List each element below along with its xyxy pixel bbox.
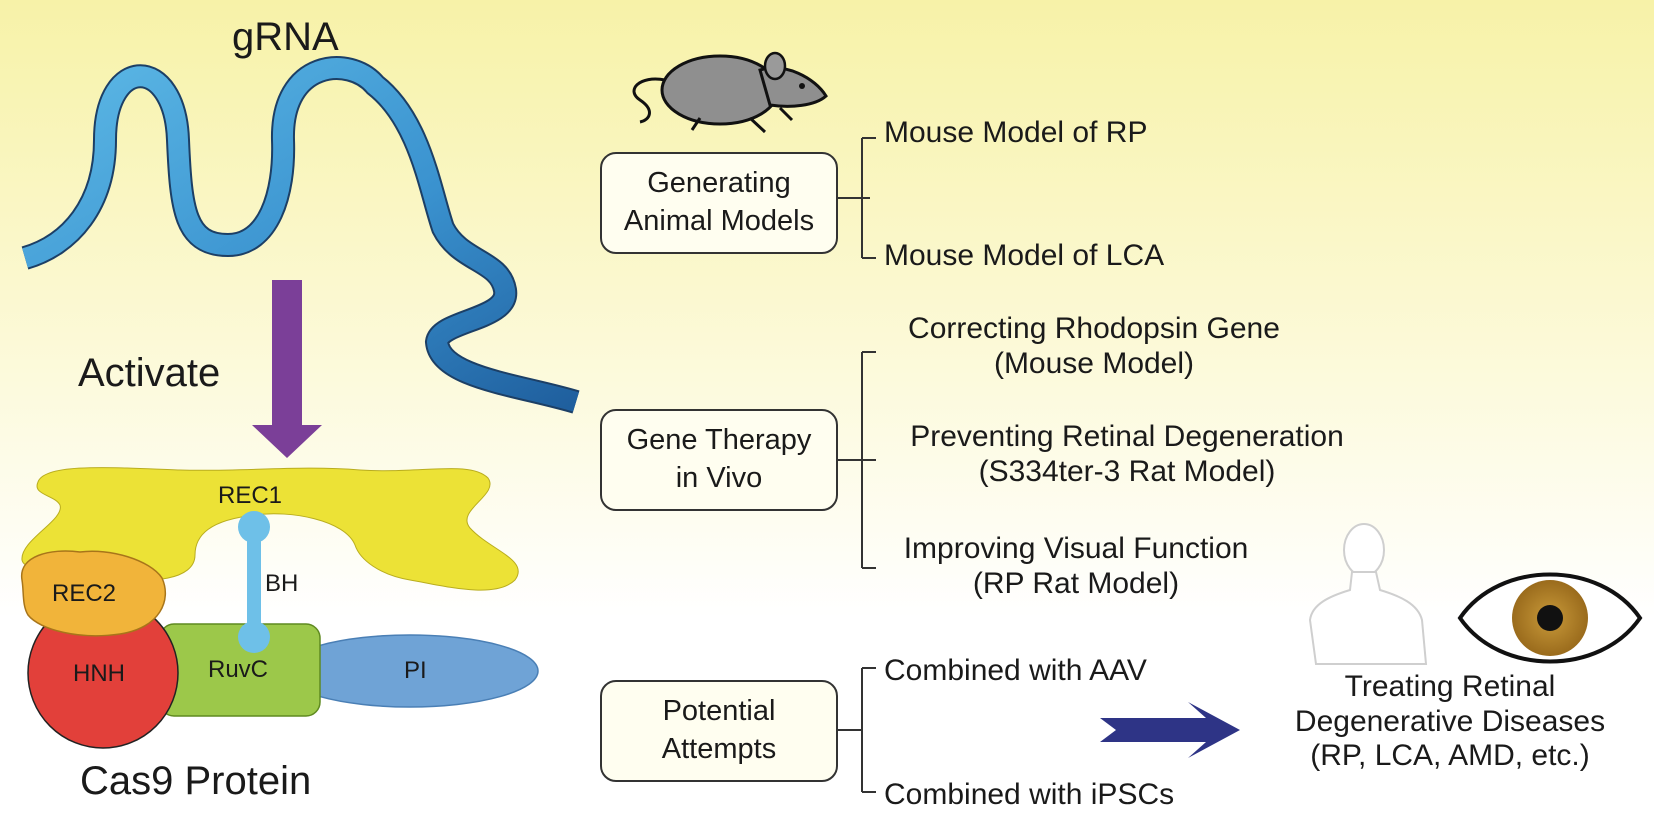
ruvc-label: RuvC <box>208 656 269 683</box>
eye-icon <box>1457 572 1643 664</box>
category-box-line: in Vivo <box>675 462 763 494</box>
item-line: Preventing Retinal Degeneration <box>910 420 1344 453</box>
human-body-icon <box>1308 523 1428 665</box>
rec2-label: REC2 <box>52 580 117 607</box>
category-box-line: Animal Models <box>623 205 815 237</box>
item-improving-visual: Improving Visual Function (RP Rat Model) <box>884 532 1268 601</box>
grna-label: gRNA <box>232 15 339 59</box>
outcome-text: Treating Retinal Degenerative Diseases (… <box>1250 670 1650 774</box>
rec2-domain <box>21 550 167 637</box>
down-arrow-icon <box>252 280 322 458</box>
item-combined-aav: Combined with AAV <box>884 654 1147 687</box>
hnh-label: HNH <box>73 660 125 687</box>
item-combined-ipscs: Combined with iPSCs <box>884 778 1175 811</box>
outcome-line: Degenerative Diseases <box>1294 704 1606 738</box>
category-box-animal-models: Generating Animal Models <box>600 152 838 254</box>
item-mouse-model-lca: Mouse Model of LCA <box>884 239 1165 272</box>
grna-strand <box>21 56 580 414</box>
item-correcting-rhodopsin: Correcting Rhodopsin Gene (Mouse Model) <box>884 312 1304 381</box>
item-line: (RP Rat Model) <box>972 566 1180 600</box>
item-line: (S334ter-3 Rat Model) <box>978 454 1276 488</box>
item-line: (Mouse Model) <box>993 346 1195 380</box>
bh-label: BH <box>265 570 299 597</box>
category-box-line: Generating <box>647 167 791 200</box>
category-box-line: Potential <box>662 695 776 728</box>
right-arrow-icon <box>1100 702 1240 758</box>
cas9-protein-graphic <box>21 467 539 749</box>
mouse-icon <box>632 51 828 134</box>
item-mouse-model-rp: Mouse Model of RP <box>884 116 1148 149</box>
bracket-lines <box>838 137 876 793</box>
pi-label: PI <box>404 657 427 684</box>
activate-label: Activate <box>78 351 221 395</box>
category-box-potential-attempts: Potential Attempts <box>600 680 838 782</box>
category-box-line: Attempts <box>661 733 777 765</box>
item-preventing-degeneration: Preventing Retinal Degeneration (S334ter… <box>884 420 1370 489</box>
item-line: Improving Visual Function <box>903 532 1249 565</box>
outcome-line: (RP, LCA, AMD, etc.) <box>1310 739 1590 772</box>
rec1-label: REC1 <box>218 482 283 509</box>
cas9-protein-label: Cas9 Protein <box>80 759 312 803</box>
item-line: Correcting Rhodopsin Gene <box>908 312 1280 345</box>
category-box-gene-therapy: Gene Therapy in Vivo <box>600 409 838 511</box>
outcome-line: Treating Retinal <box>1344 670 1556 703</box>
category-box-line: Gene Therapy <box>626 424 812 457</box>
